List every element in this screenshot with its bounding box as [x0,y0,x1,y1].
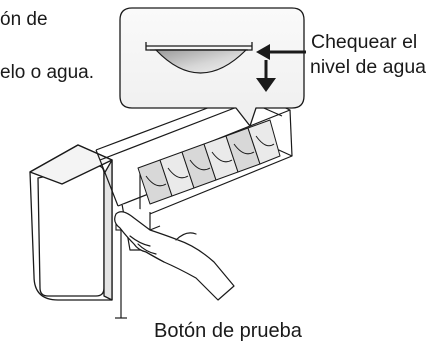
check-water-level-label-line2: nivel de agua [310,56,427,78]
test-button-leader [115,230,127,319]
clipped-text-middle: elo o agua. [0,62,95,83]
water-level-callout [119,7,305,127]
ice-cube-molds [137,119,281,205]
clipped-text-top: ón de [0,9,48,30]
ice-maker-housing [29,144,113,301]
arrow-down-icon [256,60,276,92]
hand-illustration [114,211,235,301]
check-water-level-label-line1: Chequear el [311,31,418,53]
arrow-left-icon [256,44,306,60]
test-button-label: Botón de prueba [154,320,302,342]
